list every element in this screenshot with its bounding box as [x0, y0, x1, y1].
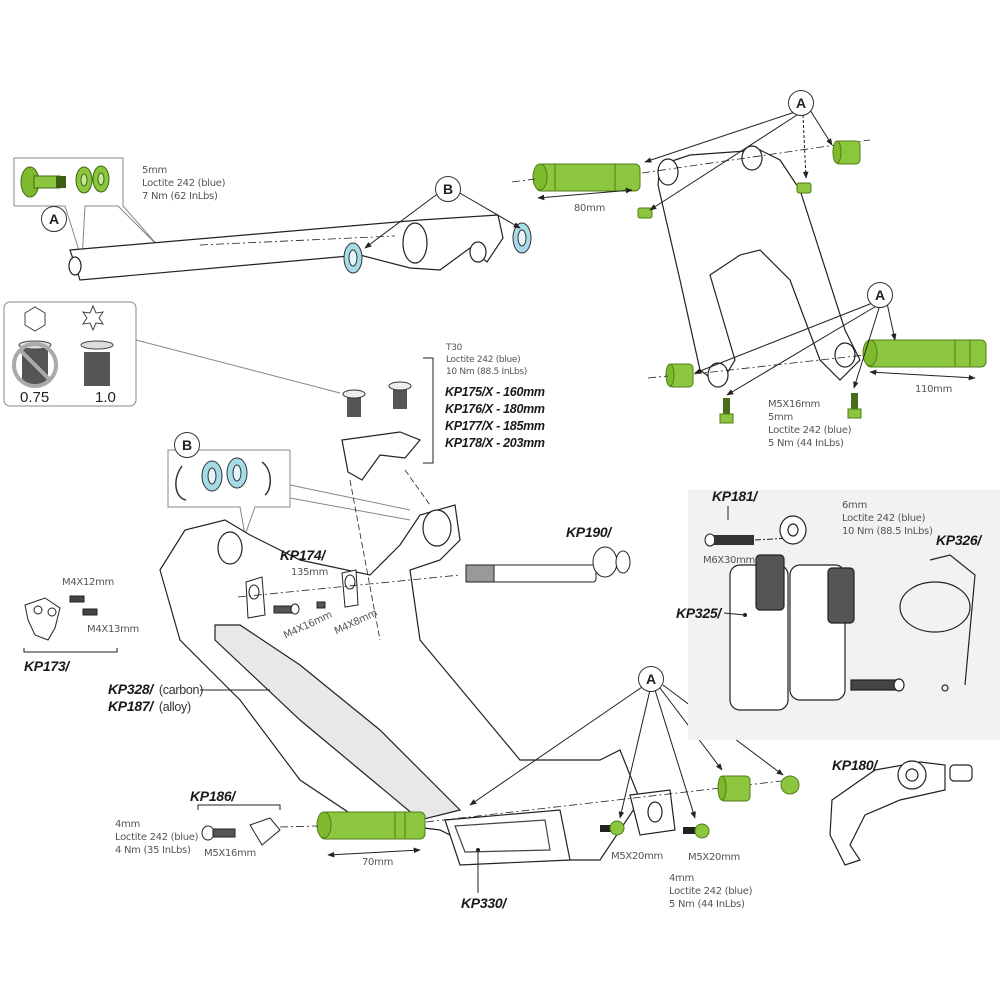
label-m4x12: M4X12mm: [62, 577, 114, 588]
note-shock-bolt: 6mm Loctite 242 (blue) 10 Nm (88.5 InLbs…: [842, 500, 933, 537]
dim-axle-right: 110mm: [915, 384, 953, 395]
part-kp190: KP190/: [566, 524, 611, 540]
note-rocker-bolts: M5X16mm 5mm Loctite 242 (blue) 5 Nm (44 …: [768, 399, 852, 449]
kp174-brackets: [245, 569, 359, 619]
part-kp187: KP187/(alloy): [108, 698, 191, 714]
part-kp180: KP180/: [832, 757, 877, 773]
thread-pitch-torx-label: 1.0: [95, 389, 116, 406]
axle-110mm: [862, 339, 987, 368]
callout-a-right: A: [867, 282, 893, 308]
thread-pitch-inset: [3, 301, 341, 407]
label-m6x30: M6X30mm: [703, 555, 755, 566]
axle-80mm: [532, 163, 641, 192]
callout-b-left: B: [174, 432, 200, 458]
note-shock-mount-bolts: T30 Loctite 242 (blue) 10 Nm (88.5 InLbs…: [446, 343, 527, 377]
rocker-small-bolts: [637, 182, 812, 219]
callout-a-top-left: A: [41, 206, 67, 232]
shock-mount-option: KP175/X - 160mm: [445, 385, 545, 399]
label-m5x16: M5X16mm: [204, 848, 256, 859]
bottom-pivot-hardware: [600, 775, 800, 839]
part-kp330: KP330/: [461, 895, 506, 911]
axle-70mm: [316, 811, 426, 840]
shock-mount-option: KP178/X - 203mm: [445, 436, 545, 450]
shock-mount-option: KP177/X - 185mm: [445, 419, 545, 433]
pivot-bolt-icon: [20, 166, 66, 198]
shock-mount-option: KP176/X - 180mm: [445, 402, 545, 416]
bearing-b-inset: [167, 449, 411, 537]
part-kp186: KP186/: [190, 788, 235, 804]
dim-axle-top: 80mm: [574, 203, 606, 214]
pivot-washer-icon: [75, 165, 110, 194]
part-kp325: KP325/: [676, 605, 721, 621]
seatstay-link: [68, 214, 504, 281]
callout-b-top: B: [435, 176, 461, 202]
part-kp173: KP173/: [24, 658, 69, 674]
thread-pitch-hex-label: 0.75: [20, 389, 50, 406]
bearing-b-left: [343, 222, 532, 274]
shock-mount-parts: [341, 357, 434, 481]
cap-top-right: [832, 140, 861, 165]
note-derailleur-hanger: 4mm Loctite 242 (blue) 4 Nm (35 InLbs): [115, 819, 199, 856]
callout-a-top-right: A: [788, 90, 814, 116]
kp325-shock: [729, 515, 905, 711]
callout-a-bottom: A: [638, 666, 664, 692]
note-pivot-bolt-top-left: 5mm Loctite 242 (blue) 7 Nm (62 InLbs): [142, 165, 226, 202]
kp186-hardware: [197, 804, 281, 846]
rocker-link: [657, 145, 861, 388]
label-m5x20-left: M5X20mm: [611, 851, 663, 862]
hex-icon: [24, 306, 46, 332]
kp190-axle: [465, 546, 631, 583]
part-kp328: KP328/(carbon): [108, 681, 204, 697]
pivot-bolt-inset: [13, 157, 161, 261]
kp326-remote-clamp: [899, 554, 976, 692]
label-m4x13: M4X13mm: [87, 624, 139, 635]
dim-kp174-width: 135mm: [291, 567, 329, 578]
shock-mount-list: KP175/X - 160mm KP176/X - 180mm KP177/X …: [445, 384, 545, 452]
kp173-hanger: [23, 595, 118, 653]
part-kp181: KP181/: [712, 488, 757, 504]
part-kp174: KP174/: [280, 547, 325, 563]
m5x16-bolts: [719, 393, 862, 424]
torx-icon: [81, 304, 105, 332]
downtube-decal: [214, 624, 462, 821]
part-kp326: KP326/: [936, 532, 981, 548]
label-m5x20-right: M5X20mm: [688, 852, 740, 863]
kp180-dropper-lever: [829, 760, 973, 866]
cap-lower-left: [665, 363, 694, 388]
note-chainstay-bolts: 4mm Loctite 242 (blue) 5 Nm (44 InLbs): [669, 873, 753, 910]
dim-axle-bottom: 70mm: [362, 857, 394, 868]
